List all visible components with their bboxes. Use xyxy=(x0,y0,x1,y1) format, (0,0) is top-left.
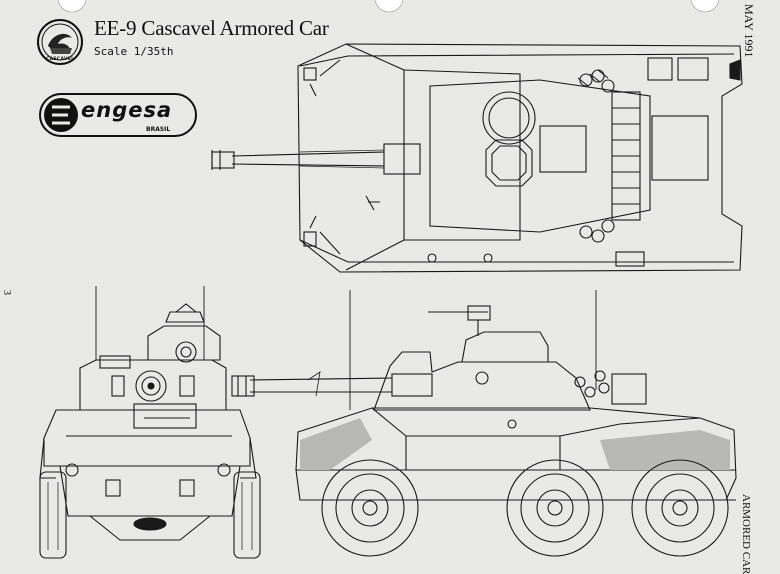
cascavel-emblem-icon xyxy=(37,19,83,65)
wheel-middle xyxy=(506,459,604,557)
engesa-logo-icon xyxy=(39,93,197,137)
emblem-caption: CASCAVEL xyxy=(46,57,75,62)
engesa-subtitle: BRASIL xyxy=(146,126,171,133)
scale-label: Scale 1/35th xyxy=(94,45,174,58)
engesa-wordmark: engesa xyxy=(81,98,173,122)
wheel-front xyxy=(321,459,419,557)
wheel-rear xyxy=(631,459,729,557)
page-title: EE-9 Cascavel Armored Car xyxy=(94,16,329,40)
